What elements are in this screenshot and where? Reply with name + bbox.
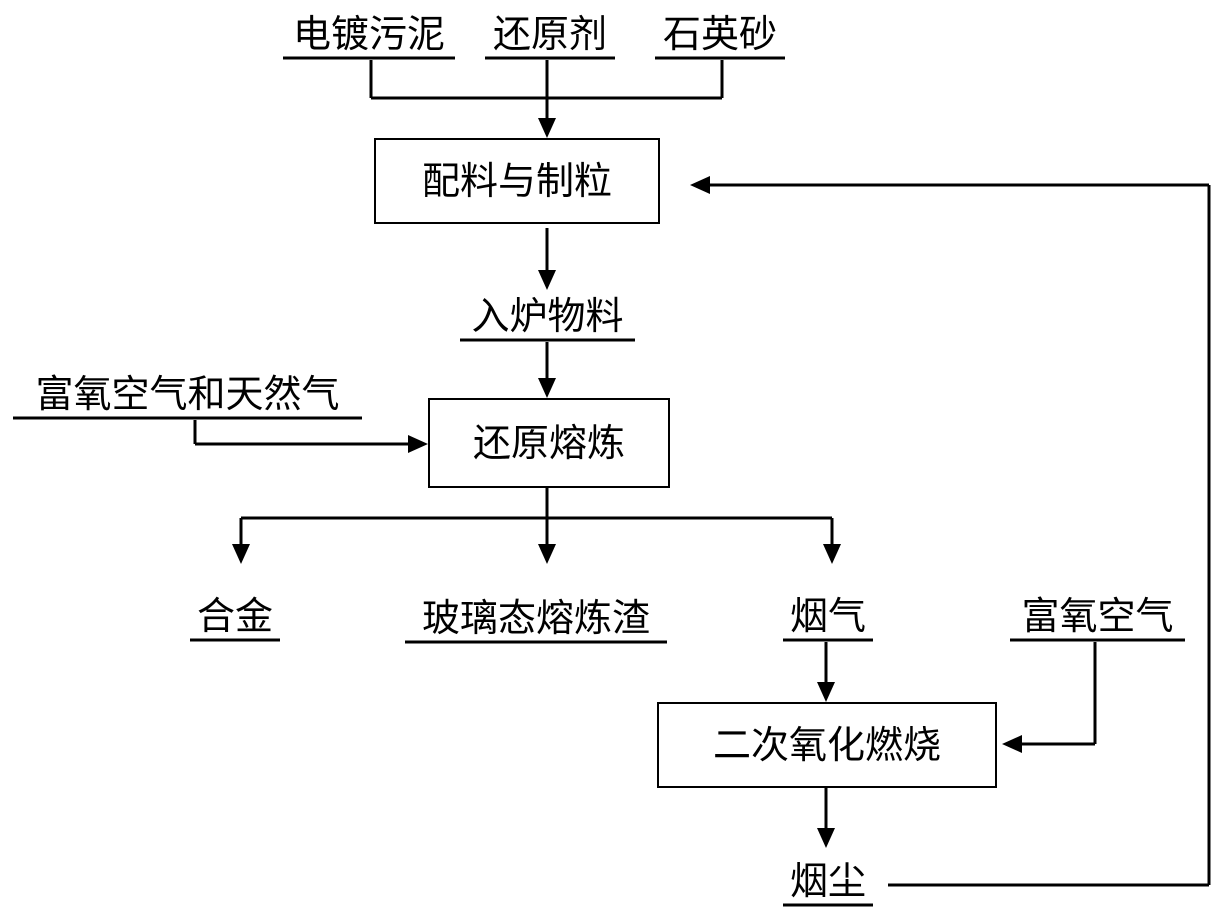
arrow-to-dust — [817, 828, 835, 848]
label-reductant: 还原剂 — [492, 12, 607, 56]
box-batching-label: 配料与制粒 — [421, 159, 612, 203]
label-furnace-feed: 入炉物料 — [471, 294, 624, 338]
label-quartz: 石英砂 — [662, 12, 777, 56]
arrow-to-combustion — [817, 682, 835, 702]
label-dust: 烟尘 — [789, 859, 866, 903]
label-oxygen-gas: 富氧空气和天然气 — [35, 372, 340, 416]
label-sludge: 电镀污泥 — [292, 12, 445, 56]
box-batching: 配料与制粒 — [374, 138, 660, 224]
arrow-to-batching — [538, 118, 556, 138]
box-combustion-label: 二次氧化燃烧 — [712, 723, 941, 767]
box-combustion: 二次氧化燃烧 — [657, 702, 997, 788]
arrow-to-smelting — [538, 378, 556, 398]
arrow-to-flue-gas — [823, 544, 841, 564]
arrow-to-slag — [538, 544, 556, 564]
label-oxygen-air: 富氧空气 — [1021, 594, 1174, 638]
label-alloy: 合金 — [196, 594, 273, 638]
arrow-to-alloy — [232, 544, 250, 564]
box-smelting-label: 还原熔炼 — [472, 421, 625, 465]
label-slag: 玻璃态熔炼渣 — [421, 596, 650, 640]
arrow-oxygen-gas — [408, 435, 428, 453]
arrow-to-feed — [538, 270, 556, 290]
arrow-recycle — [690, 176, 710, 194]
box-smelting: 还原熔炼 — [428, 398, 670, 488]
label-flue-gas: 烟气 — [789, 594, 866, 638]
arrow-oxygen-air — [1002, 735, 1022, 753]
